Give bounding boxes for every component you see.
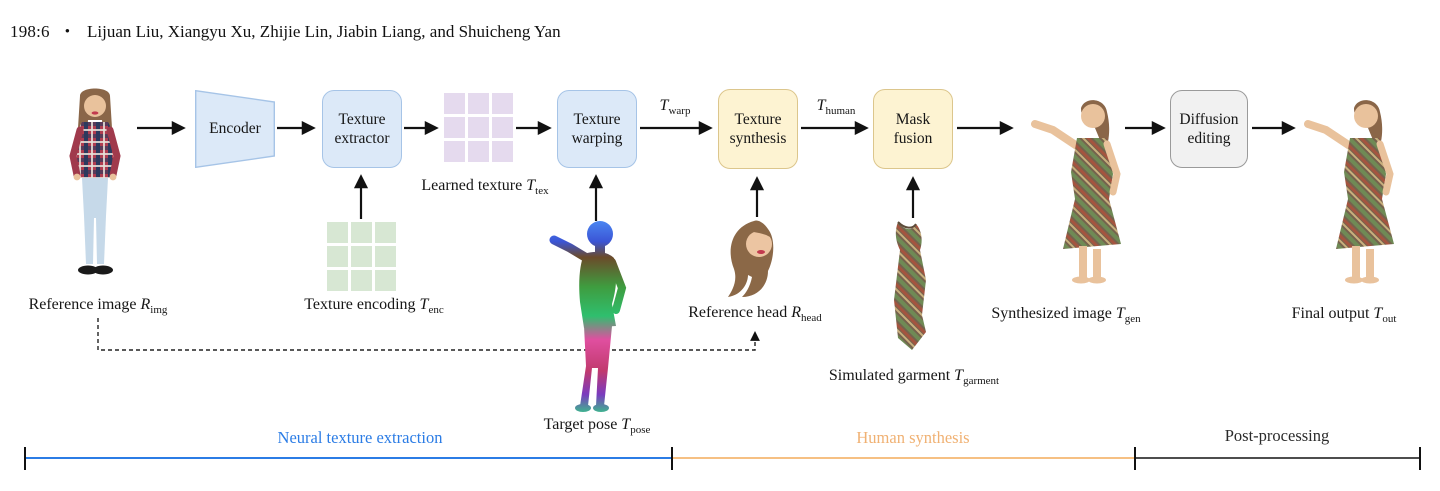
math-sub: garment — [963, 375, 1000, 388]
stage-label-post-processing: Post-processing — [1224, 426, 1330, 445]
simulated-garment-image — [894, 221, 926, 350]
texture-encoding-grid — [327, 222, 396, 291]
stage-line-post-processing — [1135, 457, 1420, 460]
math-var: R — [791, 304, 802, 321]
encoder-trapezoid — [195, 90, 275, 168]
header-bullet: • — [64, 23, 70, 40]
math-var: T — [1115, 305, 1125, 322]
math-var: T — [526, 177, 536, 194]
label-text: Synthesized image — [991, 305, 1116, 322]
grid-cell — [468, 117, 489, 138]
label-text: Final output — [1291, 305, 1374, 322]
grid-cell — [468, 93, 489, 114]
grid-cell — [327, 270, 348, 291]
grid-cell — [375, 246, 396, 267]
math-var: T — [816, 97, 826, 114]
reference-image-label: Reference image Rimg — [0, 296, 198, 317]
grid-cell — [492, 117, 513, 138]
math-sub: tex — [535, 185, 549, 198]
grid-cell — [444, 141, 465, 162]
grid-cell — [327, 246, 348, 267]
target-pose-figure — [549, 221, 627, 412]
math-var: T — [954, 367, 964, 384]
dashed-head-connector — [97, 318, 760, 351]
t-warp-arrow-label: Twarp — [625, 97, 725, 118]
math-sub: out — [1382, 313, 1397, 326]
grid-cell — [375, 270, 396, 291]
stage-line-human-synthesis — [672, 457, 1135, 460]
texture-extractor-box: Texture extractor — [322, 90, 402, 168]
grid-cell — [375, 222, 396, 243]
synthesized-image-photo — [1031, 100, 1121, 284]
reference-head-label: Reference head Rhead — [655, 304, 855, 325]
stage-line-neural-texture-extraction — [25, 457, 672, 460]
math-sub: human — [825, 105, 856, 118]
math-sub: img — [150, 304, 168, 317]
grid-cell — [351, 270, 372, 291]
grid-cell — [444, 117, 465, 138]
math-sub: warp — [668, 105, 691, 118]
math-var: T — [1373, 305, 1383, 322]
grid-cell — [327, 222, 348, 243]
paper-running-header: 198:6 • Lijuan Liu, Xiangyu Xu, Zhijie L… — [10, 22, 561, 42]
diffusion-editing-box: Diffusion editing — [1170, 90, 1248, 168]
stage-tick — [1134, 447, 1136, 470]
grid-cell — [444, 93, 465, 114]
grid-cell — [492, 141, 513, 162]
reference-head-photo — [728, 220, 774, 297]
math-sub: pose — [630, 424, 651, 437]
mask-fusion-label: Mask fusion — [893, 111, 933, 147]
math-var: R — [140, 296, 151, 313]
texture-extractor-label: Texture extractor — [334, 111, 390, 147]
label-text: Texture encoding — [304, 296, 420, 313]
texture-synthesis-label: Texture synthesis — [729, 111, 787, 147]
page-number: 198:6 — [10, 22, 50, 41]
stage-tick — [24, 447, 26, 470]
stage-tick — [1419, 447, 1421, 470]
grid-cell — [351, 222, 372, 243]
target-pose-label: Target pose Tpose — [497, 416, 697, 437]
texture-warping-label: Texture warping — [571, 111, 623, 147]
label-text: Learned texture — [421, 177, 527, 194]
label-text: Target pose — [543, 416, 622, 433]
encoder-block: Encoder — [195, 90, 275, 168]
simulated-garment-label: Simulated garment Tgarment — [794, 367, 1034, 388]
math-sub: head — [801, 312, 822, 325]
math-var: T — [419, 296, 429, 313]
math-var: T — [621, 416, 631, 433]
grid-cell — [351, 246, 372, 267]
final-output-label: Final output Tout — [1244, 305, 1440, 326]
label-text: Reference head — [688, 304, 792, 321]
encoder-label: Encoder — [209, 120, 261, 137]
label-text: Simulated garment — [828, 367, 955, 384]
final-output-photo — [1304, 100, 1394, 284]
texture-encoding-label: Texture encoding Tenc — [274, 296, 474, 317]
texture-synthesis-box: Texture synthesis — [718, 89, 798, 169]
learned-texture-grid — [444, 93, 513, 162]
mask-fusion-box: Mask fusion — [873, 89, 953, 169]
grid-cell — [468, 141, 489, 162]
grid-cell — [492, 93, 513, 114]
label-text: Reference image — [28, 296, 141, 313]
learned-texture-label: Learned texture Ttex — [385, 177, 585, 198]
reference-image-photo — [69, 88, 121, 275]
stage-tick — [671, 447, 673, 470]
texture-warping-box: Texture warping — [557, 90, 637, 168]
math-sub: enc — [428, 304, 444, 317]
math-var: T — [659, 97, 669, 114]
stage-label-human-synthesis: Human synthesis — [856, 428, 970, 447]
diffusion-editing-label: Diffusion editing — [1179, 111, 1239, 147]
math-sub: gen — [1124, 313, 1141, 326]
synthesized-image-label: Synthesized image Tgen — [966, 305, 1166, 326]
author-list: Lijuan Liu, Xiangyu Xu, Zhijie Lin, Jiab… — [87, 22, 561, 41]
t-human-arrow-label: Thuman — [786, 97, 886, 118]
stage-label-neural-texture-extraction: Neural texture extraction — [277, 428, 443, 447]
